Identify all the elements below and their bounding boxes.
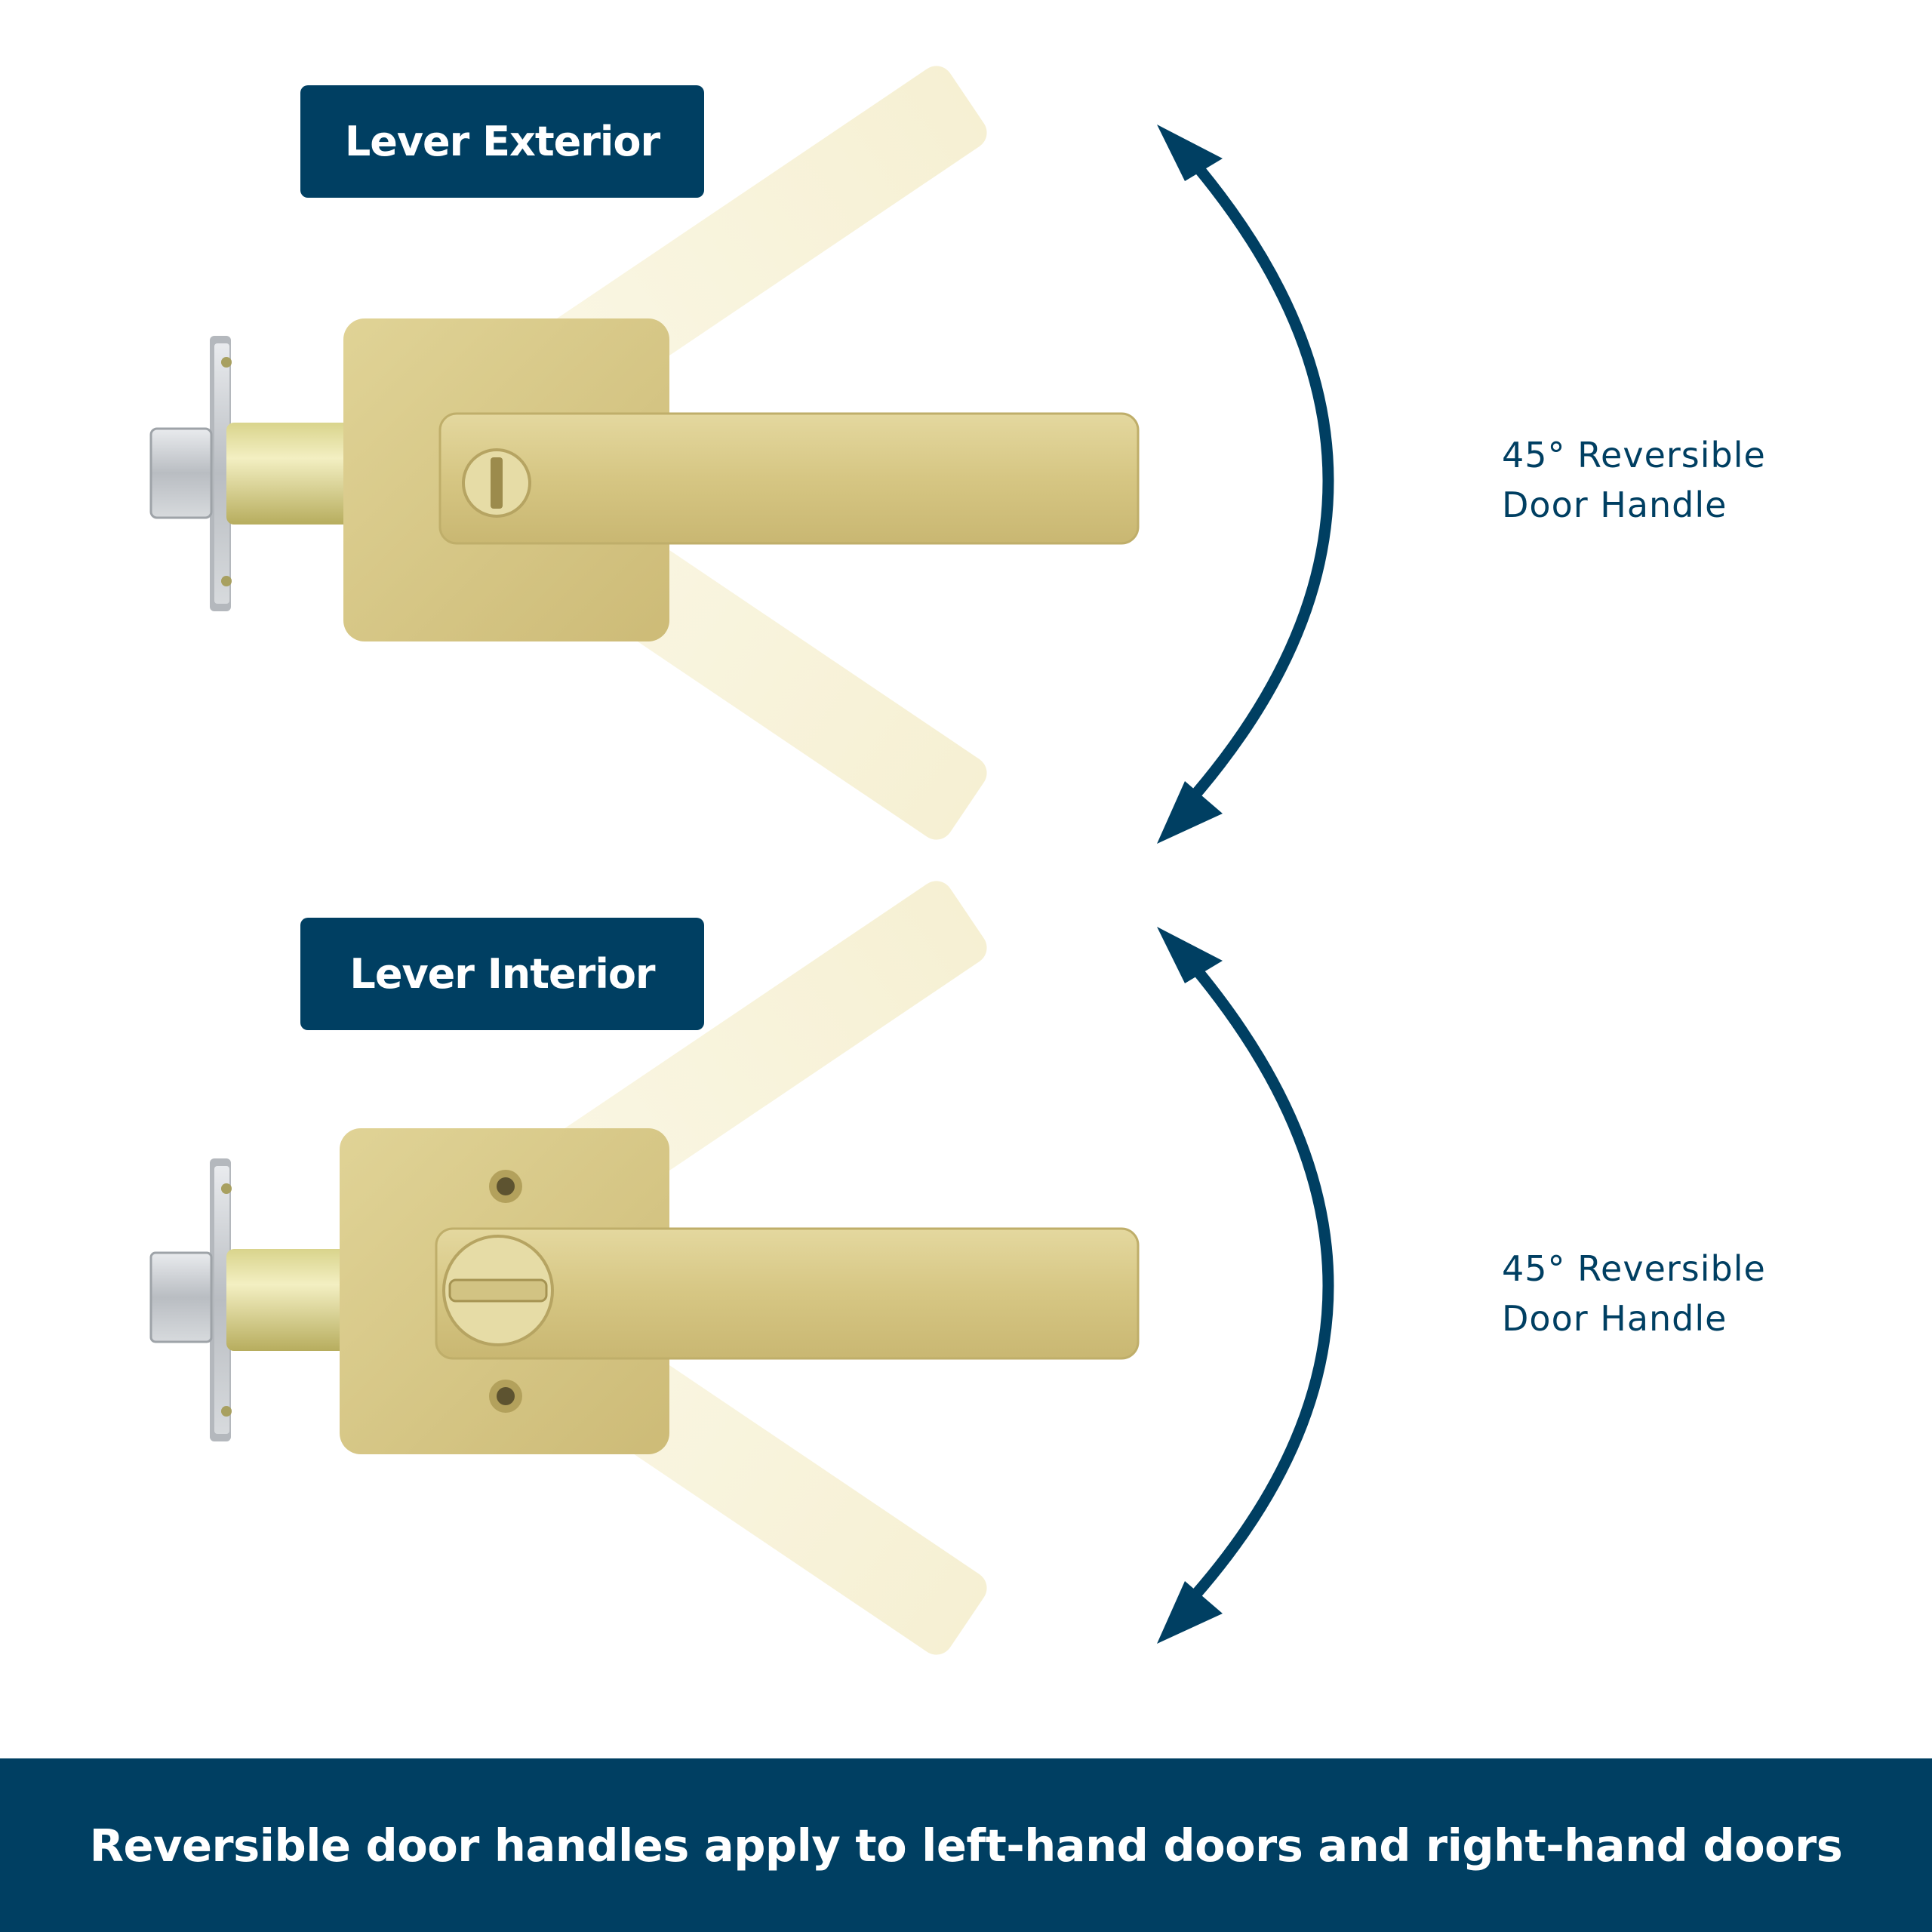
rotation-caption-line2: Door Handle	[1502, 1298, 1727, 1339]
latch-bolt	[149, 1251, 213, 1343]
latch-cylinder	[226, 423, 355, 525]
screw-hole-bottom	[489, 1380, 522, 1413]
lever-handle	[438, 412, 1140, 545]
rotation-caption-top: 45° Reversible Door Handle	[1502, 430, 1766, 530]
rotation-caption-line1: 45° Reversible	[1502, 435, 1766, 475]
latch-cylinder	[226, 1249, 355, 1351]
interior-lever-assembly	[149, 881, 1140, 1655]
rotation-arrow-top	[1157, 125, 1334, 844]
lever-interior-label: Lever Interior	[300, 918, 704, 1030]
screw-hole-top	[489, 1170, 522, 1203]
latch-faceplate	[210, 1158, 232, 1441]
rotation-caption-line1: 45° Reversible	[1502, 1248, 1766, 1289]
lever-exterior-label: Lever Exterior	[300, 85, 704, 198]
latch-bolt	[149, 427, 213, 519]
privacy-turn-knob-icon	[442, 1235, 554, 1346]
footer-banner: Reversible door handles apply to left-ha…	[0, 1758, 1932, 1932]
rotation-caption-line2: Door Handle	[1502, 485, 1727, 525]
lever-handle	[435, 1227, 1140, 1360]
footer-text: Reversible door handles apply to left-ha…	[89, 1819, 1843, 1872]
rotation-arrow-bottom	[1157, 927, 1334, 1644]
emergency-release-icon	[462, 448, 531, 518]
exterior-lever-assembly	[149, 66, 1140, 840]
latch-faceplate	[210, 336, 232, 611]
rotation-caption-bottom: 45° Reversible Door Handle	[1502, 1244, 1766, 1343]
